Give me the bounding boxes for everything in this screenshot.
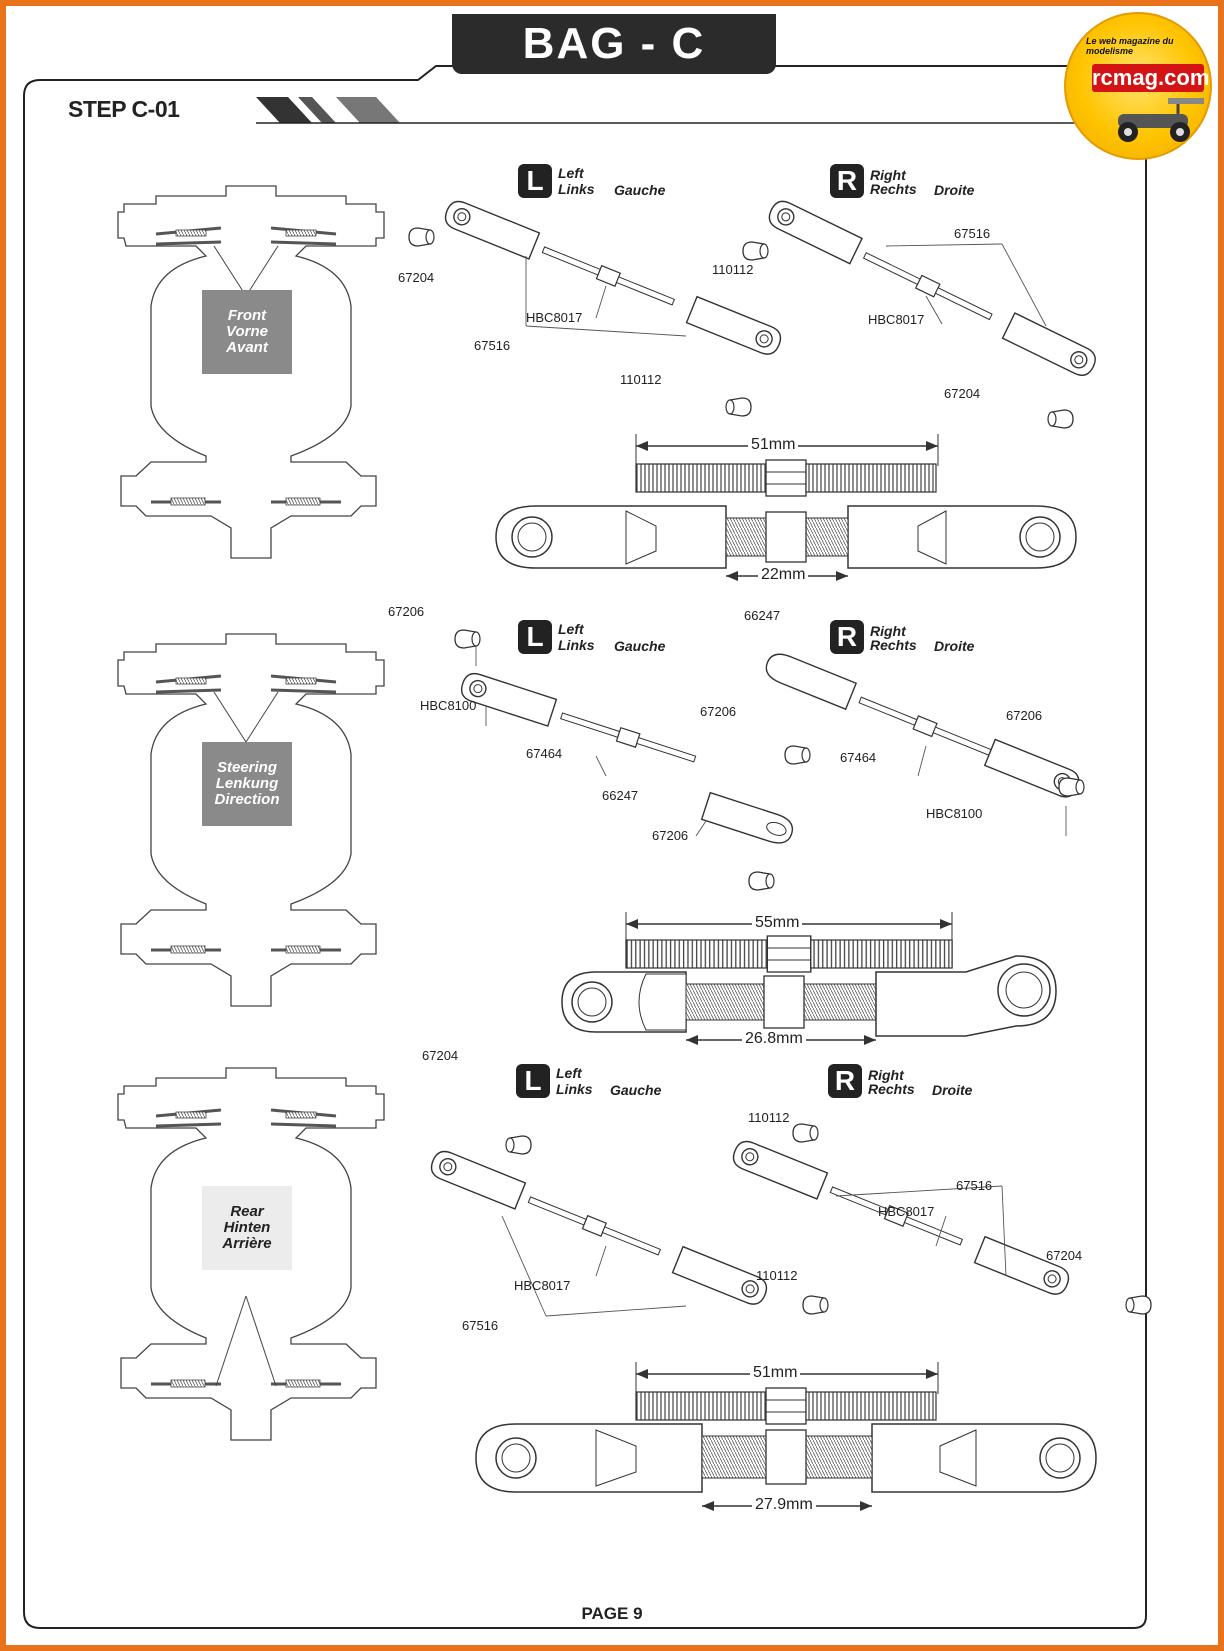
callout-line-en: Front <box>227 307 267 324</box>
part-number: 110112 <box>748 1110 790 1125</box>
right-badge: R <box>828 1064 862 1098</box>
part-number: 67516 <box>462 1318 499 1333</box>
dimension-gap: 27.9mm <box>752 1496 816 1514</box>
part-number: 67204 <box>944 386 981 401</box>
left-badge: L <box>518 164 552 198</box>
left-label-fr: Gauche <box>614 638 666 654</box>
part-number: 67204 <box>398 270 435 285</box>
dimension-total: 51mm <box>750 1364 801 1382</box>
left-badge: L <box>516 1064 550 1098</box>
part-number: 110112 <box>620 372 662 387</box>
right-label-fr: Droite <box>934 638 975 654</box>
left-label-en: Left <box>556 1065 582 1081</box>
part-number: 110112 <box>712 262 754 277</box>
left-label-en: Left <box>558 165 584 181</box>
left-label-de: Links <box>558 181 595 197</box>
dimension-gap: 22mm <box>758 566 809 584</box>
logo-brand: rcmag.com <box>1092 64 1210 92</box>
left-label-en: Left <box>558 621 584 637</box>
right-label-en: Right <box>870 623 906 639</box>
steering-callout: Steering Lenkung Direction <box>202 742 292 826</box>
callout-line-en: Steering <box>216 759 277 776</box>
part-number: 67516 <box>954 226 991 241</box>
right-label-de: Rechts <box>870 181 917 197</box>
rcmag-logo: Le web magazine du modelisme rcmag.com <box>1058 6 1218 166</box>
dimension-gap: 26.8mm <box>742 1030 806 1048</box>
right-label-en: Right <box>868 1067 904 1083</box>
callout-line-fr: Direction <box>214 791 280 808</box>
manual-page: BAG - C STEP C-01 Le web magazine du mod… <box>6 6 1218 1645</box>
part-number: 67206 <box>1006 708 1043 723</box>
callout-line-en: Rear <box>230 1203 264 1220</box>
part-number: HBC8100 <box>926 806 983 821</box>
bag-title: BAG - C <box>452 14 776 74</box>
callout-line-de: Lenkung <box>215 775 279 792</box>
part-number: 67206 <box>700 704 737 719</box>
part-number: 67204 <box>422 1048 459 1063</box>
step-title: STEP C-01 <box>68 96 180 122</box>
part-number: 110112 <box>756 1268 798 1283</box>
part-number: 67464 <box>526 746 563 761</box>
part-number: HBC8017 <box>526 310 583 325</box>
front-callout: Front Vorne Avant <box>202 290 292 374</box>
part-number: 67516 <box>474 338 511 353</box>
logo-tagline: Le web magazine du modelisme <box>1086 36 1174 56</box>
left-label-de: Links <box>556 1081 593 1097</box>
part-number: 67206 <box>388 604 425 619</box>
left-label-de: Links <box>558 637 595 653</box>
right-badge: R <box>830 164 864 198</box>
part-number: HBC8100 <box>420 698 477 713</box>
part-number: 67204 <box>1046 1248 1083 1263</box>
callout-line-de: Hinten <box>223 1219 271 1236</box>
right-label-fr: Droite <box>932 1082 973 1098</box>
right-label-de: Rechts <box>870 637 917 653</box>
right-label-en: Right <box>870 167 906 183</box>
part-number: HBC8017 <box>878 1204 935 1219</box>
car-icon <box>1118 98 1204 142</box>
callout-line-fr: Avant <box>226 339 268 356</box>
dimension-total: 55mm <box>752 914 803 932</box>
right-badge: R <box>830 620 864 654</box>
dimension-total: 51mm <box>748 436 799 454</box>
part-number: 67206 <box>652 828 689 843</box>
left-label-fr: Gauche <box>614 182 666 198</box>
left-label-fr: Gauche <box>610 1082 662 1098</box>
part-number: HBC8017 <box>868 312 925 327</box>
part-number: 66247 <box>744 608 781 623</box>
right-label-fr: Droite <box>934 182 975 198</box>
part-number: 67464 <box>840 750 877 765</box>
part-number: 67516 <box>956 1178 993 1193</box>
callout-line-fr: Arrière <box>222 1235 272 1252</box>
part-number: HBC8017 <box>514 1278 571 1293</box>
left-badge: L <box>518 620 552 654</box>
right-label-de: Rechts <box>868 1081 915 1097</box>
page-number: PAGE 9 <box>581 1604 643 1623</box>
callout-line-de: Vorne <box>226 323 268 340</box>
rear-callout: Rear Hinten Arrière <box>202 1186 292 1270</box>
page-frame-artwork <box>23 65 1152 1629</box>
part-number: 66247 <box>602 788 639 803</box>
